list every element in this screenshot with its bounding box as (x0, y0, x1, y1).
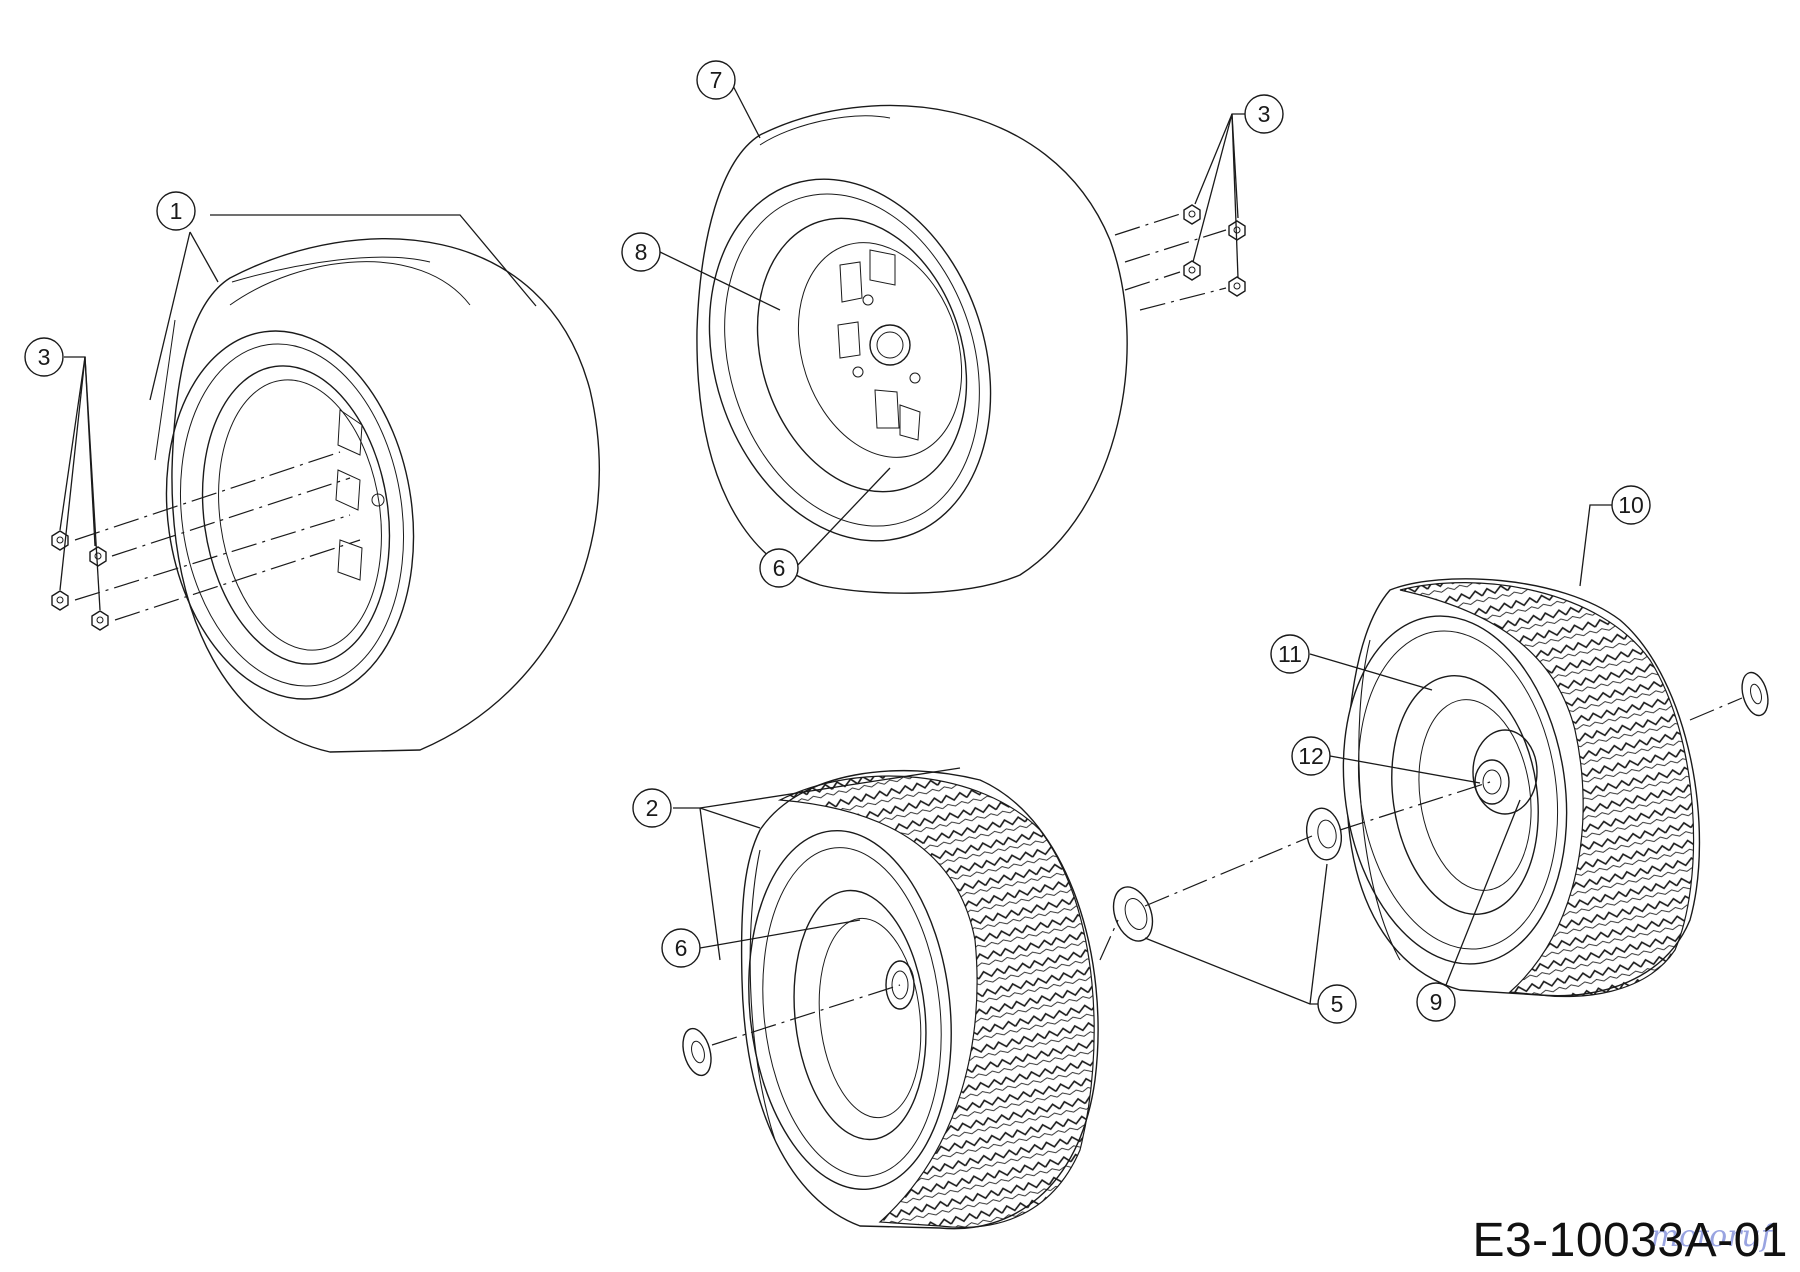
callout-1: 1 (156, 191, 196, 231)
svg-text:6: 6 (675, 935, 688, 961)
bushing-parts (1112, 807, 1343, 942)
svg-text:3: 3 (38, 344, 51, 370)
lug-nuts-left (51, 530, 109, 631)
callout-6-bottom: 6 (661, 928, 701, 968)
callout-9: 9 (1416, 982, 1456, 1022)
callout-5: 5 (1317, 984, 1357, 1024)
svg-text:10: 10 (1618, 492, 1644, 518)
callout-7: 7 (696, 60, 736, 100)
callout-3-left: 3 (24, 337, 64, 377)
washer-parts (682, 671, 1769, 1077)
callout-10: 10 (1611, 485, 1651, 525)
callout-3-right: 3 (1244, 94, 1284, 134)
leader-lines (59, 79, 1612, 1005)
svg-text:6: 6 (773, 555, 786, 581)
svg-text:3: 3 (1258, 101, 1271, 127)
rear-wheel-left (154, 238, 601, 753)
callout-11: 11 (1270, 634, 1310, 674)
svg-text:1: 1 (170, 198, 183, 224)
svg-text:8: 8 (635, 239, 648, 265)
assembly-centre-lines (74, 213, 1743, 1046)
svg-text:9: 9 (1430, 989, 1443, 1015)
callout-8: 8 (621, 232, 661, 272)
callout-6-top: 6 (759, 548, 799, 588)
svg-text:12: 12 (1298, 743, 1324, 769)
rear-wheel-right (696, 104, 1128, 594)
callout-12: 12 (1291, 736, 1331, 776)
svg-text:7: 7 (710, 67, 723, 93)
front-wheel-left (740, 769, 1099, 1230)
svg-text:2: 2 (646, 795, 659, 821)
front-wheel-right (1342, 578, 1701, 998)
svg-text:11: 11 (1278, 641, 1302, 667)
watermark-logo: motoruf (1650, 1219, 1772, 1254)
lug-nuts-right (1183, 204, 1246, 297)
svg-text:5: 5 (1331, 991, 1344, 1017)
drawing-code: E3-10033A-01 (1472, 1214, 1788, 1267)
callout-2: 2 (632, 788, 672, 828)
